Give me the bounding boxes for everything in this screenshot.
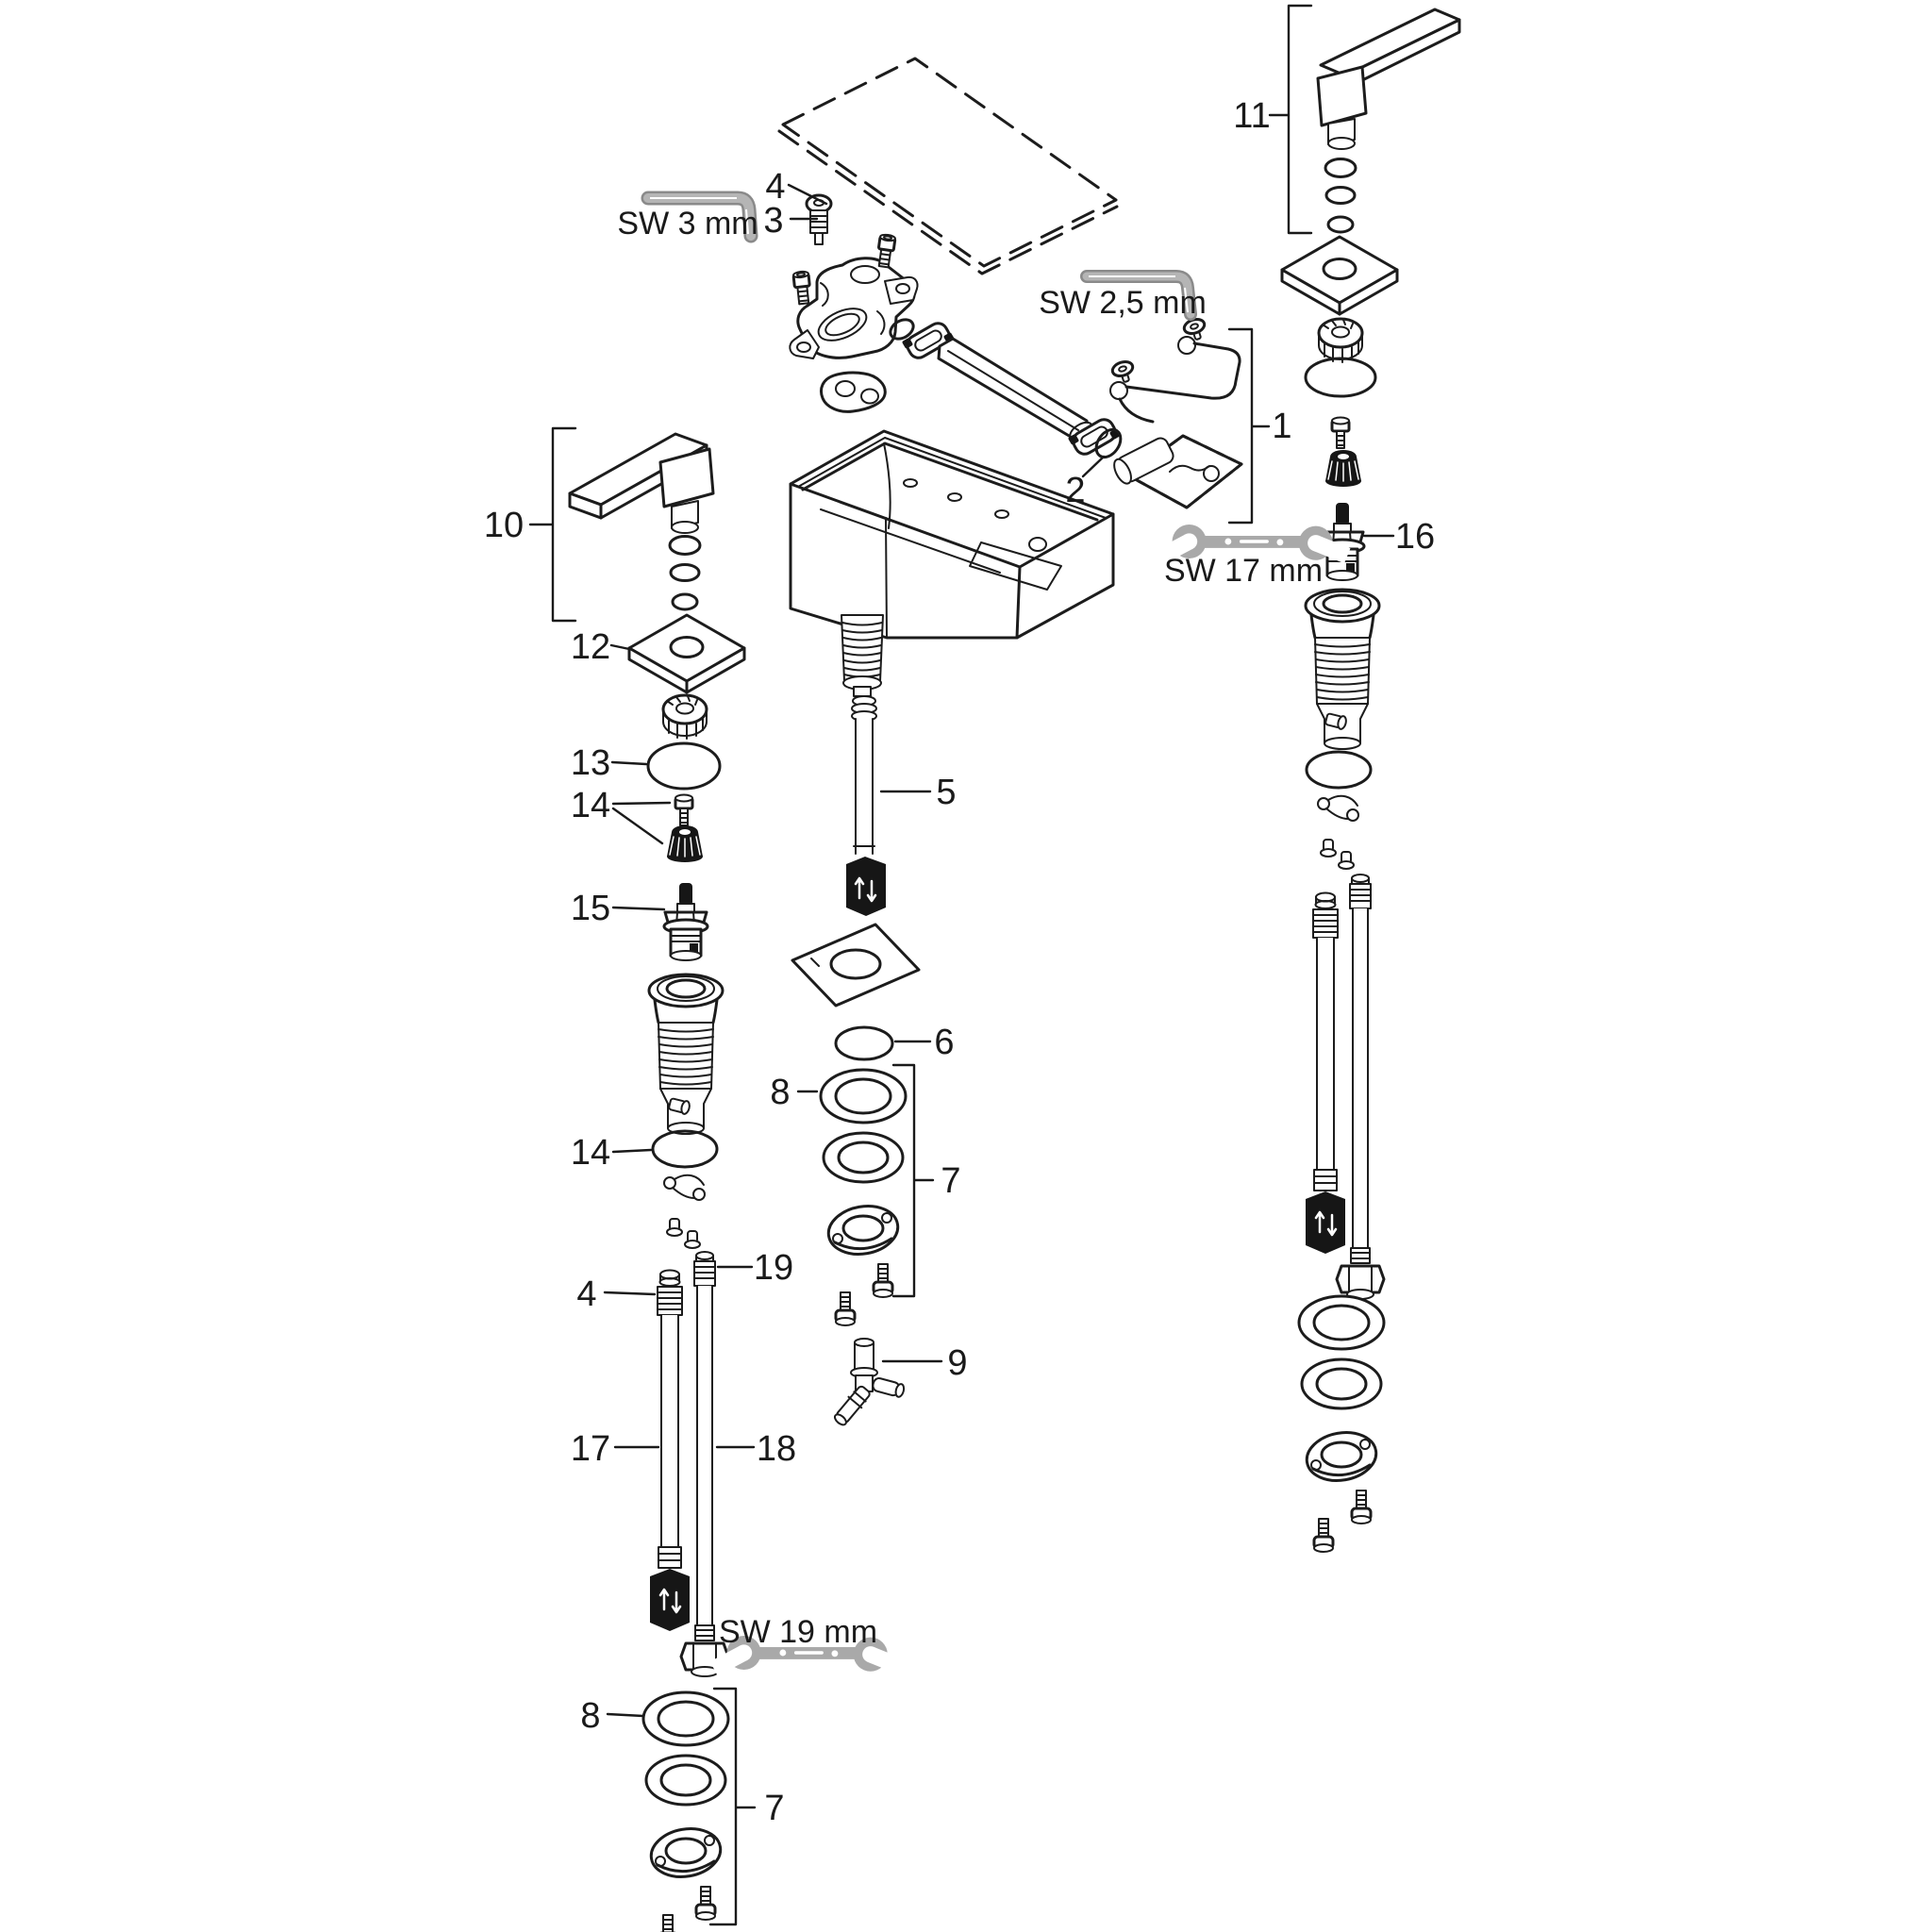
tool-label-sw17: SW 17 mm bbox=[1164, 553, 1323, 589]
spout-channel-strip bbox=[937, 337, 1093, 441]
part-label-5: 5 bbox=[936, 773, 956, 812]
part-label-4-top: 4 bbox=[765, 167, 785, 207]
part-label-9: 9 bbox=[947, 1343, 967, 1383]
part-label-17: 17 bbox=[571, 1429, 610, 1469]
handle-right bbox=[1316, 8, 1461, 150]
screw-part14-left bbox=[674, 793, 694, 827]
spline-nut-right bbox=[1317, 317, 1364, 364]
tool-label-sw3: SW 3 mm bbox=[617, 206, 758, 242]
screw-top-left bbox=[791, 269, 813, 307]
mount-set-center bbox=[821, 1070, 906, 1325]
part-label-13: 13 bbox=[571, 743, 610, 783]
oring-part2 bbox=[1094, 427, 1123, 459]
spout-oring-small bbox=[889, 318, 915, 341]
part-label-14-lower: 14 bbox=[571, 1133, 610, 1173]
escutcheon-left bbox=[627, 613, 746, 694]
part-label-14-upper: 14 bbox=[571, 786, 610, 825]
mount-set-bottom bbox=[643, 1692, 728, 1932]
part-label-3: 3 bbox=[763, 201, 783, 241]
spout-holder-body bbox=[789, 257, 919, 359]
mixer-base-unit bbox=[1113, 434, 1243, 509]
allen-key-sw3 bbox=[641, 191, 758, 243]
callout-lines bbox=[528, 4, 1395, 1926]
part-label-18: 18 bbox=[757, 1429, 796, 1469]
part-label-1: 1 bbox=[1272, 407, 1291, 446]
part-label-8-mid: 8 bbox=[770, 1073, 790, 1112]
part-label-7-bottom: 7 bbox=[764, 1789, 784, 1828]
handle-left-orings bbox=[668, 535, 702, 611]
screw-right bbox=[1330, 416, 1351, 450]
valve-part9 bbox=[833, 1338, 906, 1426]
allen-key-sw25 bbox=[1080, 270, 1197, 321]
oring-clip-right bbox=[1307, 752, 1371, 869]
cover-plate bbox=[791, 923, 921, 1008]
part-label-16: 16 bbox=[1395, 517, 1435, 557]
oring-part6 bbox=[834, 1025, 894, 1061]
cone-right bbox=[1324, 449, 1362, 488]
hose-right-a bbox=[1304, 891, 1347, 1256]
part-label-12: 12 bbox=[571, 627, 610, 667]
wire-bracket bbox=[1109, 336, 1241, 424]
part-label-8-bottom: 8 bbox=[580, 1696, 600, 1736]
part-label-19: 19 bbox=[754, 1248, 793, 1288]
console-body bbox=[789, 429, 1115, 697]
handle-right-orings bbox=[1324, 158, 1357, 234]
callout-labels: 4 3 SW 3 mm 11 SW 2,5 mm 1 2 10 12 13 14… bbox=[484, 96, 1435, 1828]
cone-part14-left bbox=[666, 824, 704, 863]
bracket-screw-left bbox=[1108, 358, 1139, 387]
aerator-screw-part3 bbox=[805, 193, 833, 245]
oring-clip-left bbox=[653, 1131, 717, 1248]
tool-label-sw19: SW 19 mm bbox=[719, 1614, 877, 1650]
part-label-7-mid: 7 bbox=[941, 1161, 960, 1201]
part-label-4-hose: 4 bbox=[576, 1274, 596, 1314]
dashed-shelf-plate bbox=[777, 57, 1119, 275]
tool-label-sw25: SW 2,5 mm bbox=[1039, 285, 1207, 321]
oring-part13 bbox=[646, 741, 722, 791]
hose-part5 bbox=[846, 695, 886, 916]
escutcheon-right bbox=[1280, 235, 1399, 316]
part-label-6: 6 bbox=[934, 1023, 954, 1062]
part-label-11: 11 bbox=[1233, 96, 1270, 136]
cartridge-part15 bbox=[662, 881, 709, 962]
part-label-2: 2 bbox=[1065, 471, 1085, 510]
hose-part17 bbox=[648, 1269, 691, 1633]
drain-shank-left bbox=[647, 973, 724, 1136]
handle-left bbox=[568, 432, 715, 534]
part-label-10: 10 bbox=[484, 506, 524, 545]
screw-top-right bbox=[874, 232, 897, 270]
two-hole-gasket bbox=[820, 371, 887, 413]
mount-set-right bbox=[1299, 1296, 1384, 1552]
spline-nut-left bbox=[661, 693, 708, 741]
part-label-15: 15 bbox=[571, 889, 610, 928]
drain-shank-right bbox=[1304, 588, 1381, 751]
oring-right-large bbox=[1304, 357, 1377, 398]
